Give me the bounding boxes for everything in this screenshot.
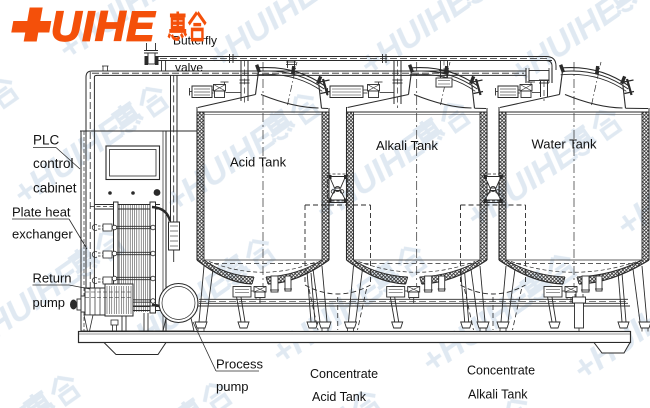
svg-text:+HUIHE: +HUIHE (0, 398, 43, 408)
svg-text:Acid Tank: Acid Tank (312, 390, 367, 404)
svg-text:Acid Tank: Acid Tank (230, 155, 287, 170)
svg-text:valve: valve (175, 61, 203, 75)
svg-text:Alkali Tank: Alkali Tank (468, 388, 528, 402)
svg-text:Alkali Tank: Alkali Tank (376, 138, 438, 153)
svg-text:PLC: PLC (33, 133, 60, 148)
svg-text:Concentrate: Concentrate (310, 367, 378, 381)
svg-text:control: control (33, 156, 74, 171)
svg-text:Process: Process (216, 357, 263, 372)
svg-text:pump: pump (33, 295, 66, 310)
svg-text:Plate heat: Plate heat (12, 205, 71, 220)
svg-text:Return: Return (33, 271, 72, 286)
svg-text:Concentrate: Concentrate (467, 364, 535, 378)
svg-text:cabinet: cabinet (33, 181, 77, 196)
svg-text:exchanger: exchanger (12, 227, 73, 242)
svg-text:UIHE: UIHE (51, 3, 156, 50)
svg-text:pump: pump (216, 379, 249, 394)
svg-text:Water Tank: Water Tank (532, 137, 598, 152)
